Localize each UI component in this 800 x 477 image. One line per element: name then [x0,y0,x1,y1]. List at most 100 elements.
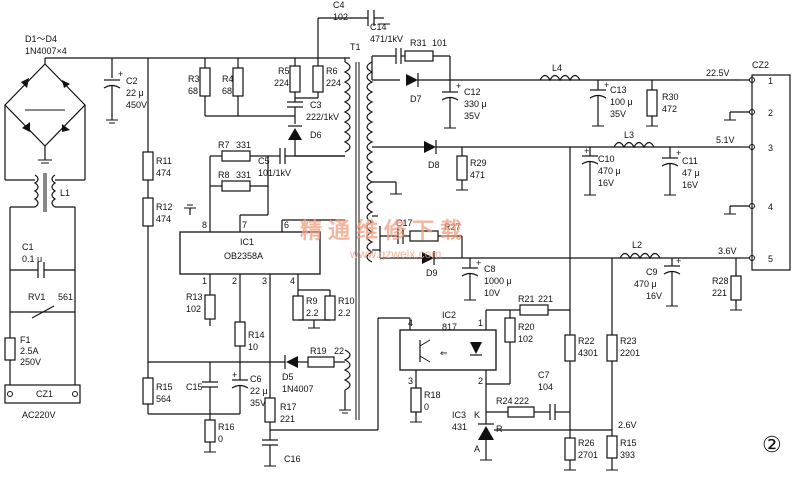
R12-value: 474 [156,214,171,224]
bridge-part-label: 1N4007×4 [25,46,67,56]
T1-name: T1 [350,42,361,52]
bridge-diamond [4,63,86,147]
R31-value: 101 [432,38,447,48]
R7-value: 331 [236,140,251,150]
R9-name: R9 [306,296,318,306]
R11-name: R11 [156,156,172,166]
C11-cap: 47 μ [682,168,700,178]
R15-value: 564 [156,394,171,404]
R13-name: R13 [186,292,203,302]
rail-22v5-label: 22.5V [706,68,730,78]
R13-resistor: R13 102 [186,292,216,326]
C14-name: C14 [370,22,387,32]
R14-value: 10 [248,342,258,352]
R5-value: 224 [274,78,289,88]
IC2-name: IC2 [442,310,456,320]
IC3-pin-r: R [496,424,503,434]
C8-volt: 10V [484,288,500,298]
CZ2-pin5: 5 [768,254,773,264]
R7-name: R7 [218,140,230,150]
R4-name: R4 [222,74,234,84]
C8-cap: 1000 μ [484,276,512,286]
secondary-ground-tap [372,181,402,217]
C7-name: C7 [538,370,550,380]
D5-diode-icon [286,356,298,368]
IC1-pin4: 4 [290,276,295,286]
T1-transformer: T1 [343,42,374,420]
rail-3v6: C17 R27 D9 + C8 1000 μ 10V L2 + C9 470 μ… [372,218,742,335]
IC3-tl431: IC3 431 K R A R24 222 C7 104 [452,370,570,461]
IC1-pin2: 2 [232,276,237,286]
R29-value: 471 [470,170,485,180]
C14-value: 471/1kV [370,34,403,44]
R14-name: R14 [248,330,265,340]
R4-value: 68 [222,86,232,96]
IC1-part: OB2358A [224,251,263,261]
C13-cap: 100 μ [610,97,633,107]
bridge-diode-d2-icon [62,80,70,88]
R20-value: 102 [518,334,533,344]
R29-name: R29 [470,158,487,168]
IC2-part: 817 [442,322,457,332]
R14-resistor: R14 10 [234,321,265,362]
bridge-name-label: D1～D4 [25,34,57,44]
R15b-value: 393 [620,450,635,460]
C2-cap: 22 μ [126,88,144,98]
R24-name: R24 [496,396,513,406]
R6-value: 224 [326,78,341,88]
C13-name: C13 [610,85,627,95]
R13-value: 102 [186,304,201,314]
CZ2-pin4: 4 [768,202,773,212]
R5-name: R5 [278,66,290,76]
L4-name: L4 [552,63,562,73]
IC2-led-icon [470,342,482,354]
R30-value: 472 [662,104,677,114]
watermark-url: www.gzweix.com [349,247,441,261]
R17-value: 221 [280,414,295,424]
C9-plus-icon: + [676,256,681,266]
C5-value: 101/1kV [258,168,291,178]
C17-name: C17 [396,218,413,228]
R22-name: R22 [578,336,595,346]
C10-volt: 16V [598,178,614,188]
C16-name: C16 [284,454,301,464]
R18-name: R18 [424,390,441,400]
CZ2-pin2: 2 [768,108,773,118]
R22-value: 4301 [578,348,598,358]
R27-name: R27 [444,222,461,232]
IC2-pin3: 3 [408,376,413,386]
L1-label: L1 [60,188,70,198]
RV1-varistor: RV1 561 [10,292,75,319]
IC1-pin8: 8 [202,220,207,230]
R15b-name: R15 [620,438,637,448]
C9-cap: 470 μ [634,279,657,289]
R16-value: 0 [218,434,223,444]
IC3-name: IC3 [452,410,466,420]
D8-diode-icon [424,141,436,153]
R5-R6-C3-D6-snubber: R5 224 R6 224 C3 222/1kV D6 [274,58,345,157]
C1-value: 0.1 μ [22,254,42,264]
IC2-pin2: 2 [478,376,483,386]
IC2-light-arrows-icon: ⇐ [440,348,448,358]
C6-cap: 22 μ [250,386,268,396]
C12-volt: 35V [464,111,480,121]
C4-value: 102 [333,12,348,22]
C4-capacitor: C4 102 [317,0,390,58]
R7-R8-C5-network: R7 331 R8 331 C5 101/1kV [209,140,345,215]
D8-name: D8 [428,160,440,170]
F1-fuse: F1 2.5A 250V [4,335,41,367]
D7-diode-icon [406,74,418,86]
CZ1-ac-connector: CZ1 AC220V [4,384,81,420]
D6-diode-icon [288,128,302,140]
C11-plus-icon: + [676,148,681,158]
R21-name: R21 [518,294,535,304]
watermark-cn: 精通维修下载 [300,218,468,244]
C3-value: 222/1kV [306,112,339,122]
C3-name: C3 [310,100,322,110]
IC3-pin-k: K [474,410,480,420]
C15-name: C15 [186,382,203,392]
RV1-value: 561 [58,292,73,302]
CZ2-pin1: 1 [768,76,773,86]
C2-volt: 450V [126,100,147,110]
